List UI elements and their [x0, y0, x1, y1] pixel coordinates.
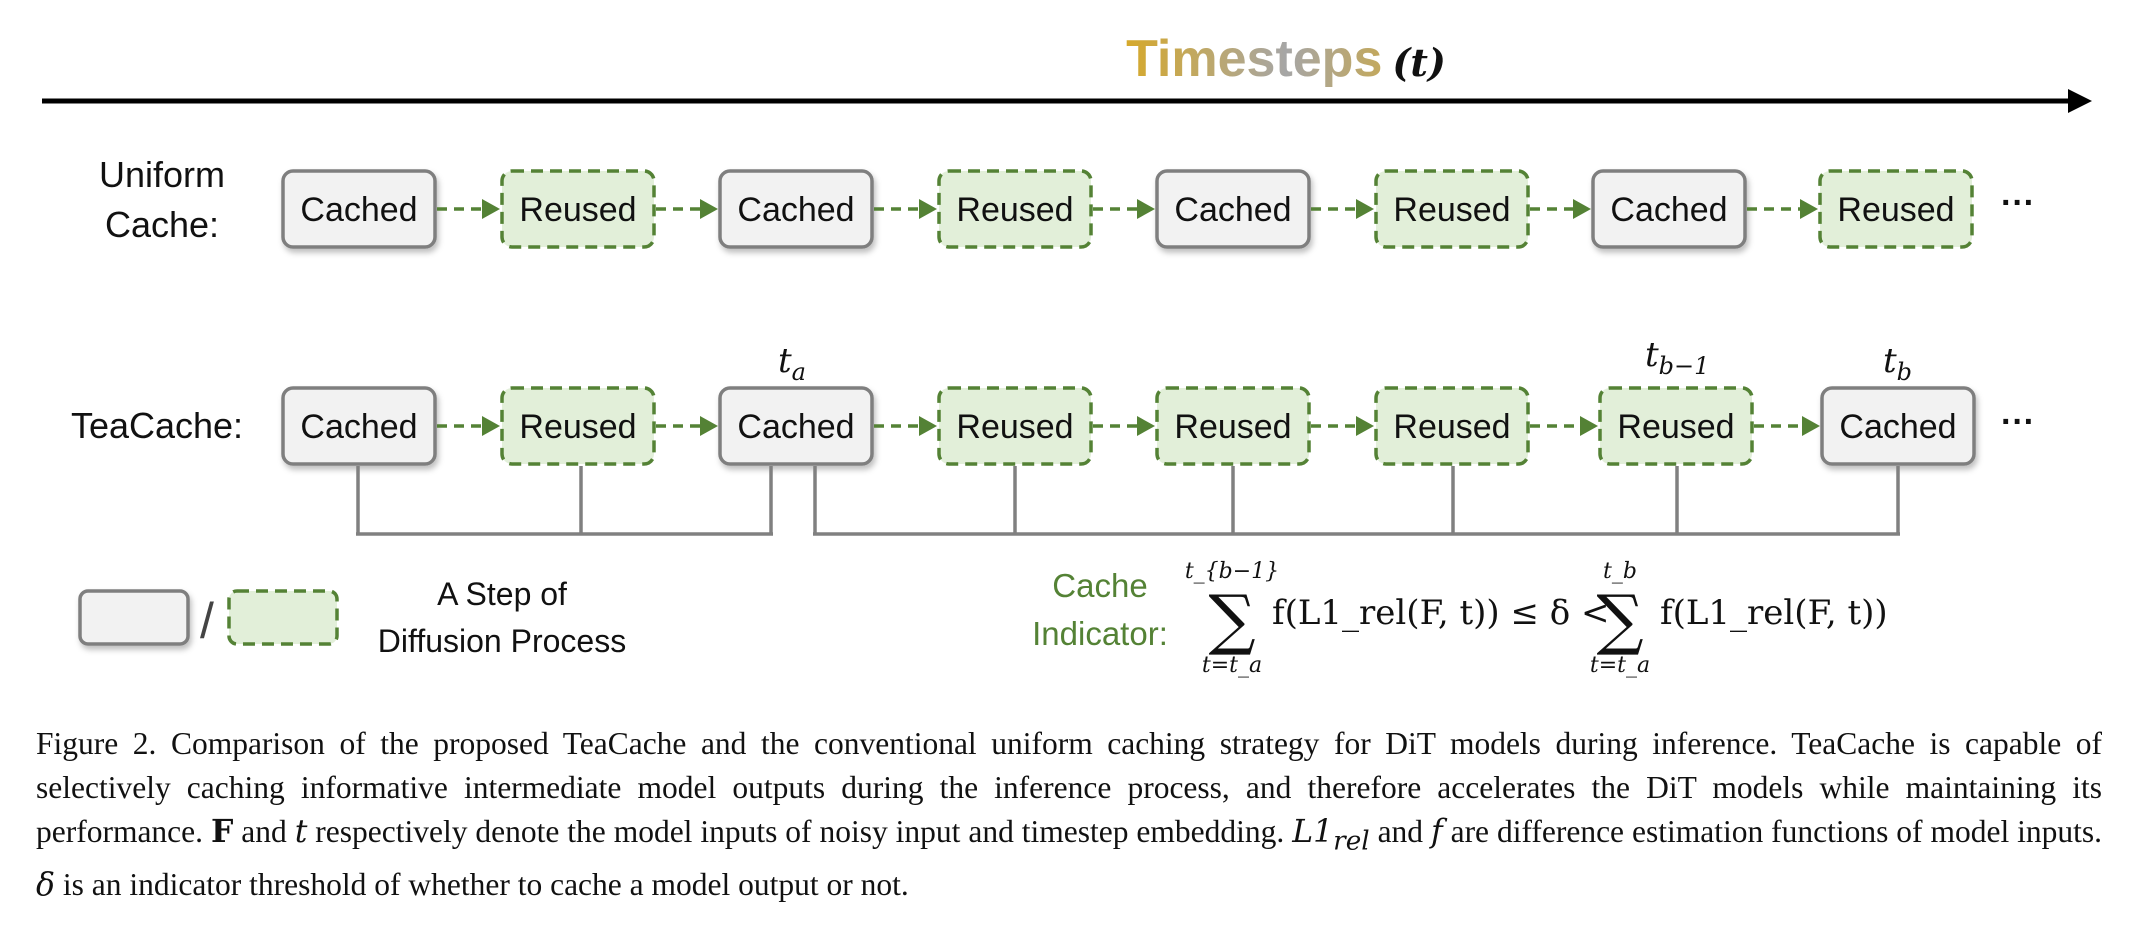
teacache-step-box-2	[500, 386, 656, 466]
caption-and-2: and	[1369, 814, 1431, 849]
caption-mid-2: are difference estimation functions of m…	[1442, 814, 2103, 849]
marker-t-b-minus-1: tb−1	[1645, 335, 1709, 380]
teacache-step-label-3: Cached	[737, 408, 854, 446]
uniform-connector-arrowhead-4	[1137, 199, 1155, 219]
uniform-step-box-5	[1155, 169, 1311, 249]
formula-left-term: f(L1_rel(F, t)) ≤ δ <	[1272, 593, 1610, 633]
caption-symbol-t: t	[294, 814, 308, 850]
caption-prefix: Figure 2. Comparison of the proposed Tea…	[36, 726, 2102, 849]
uniform-step-label-7: Cached	[1610, 191, 1727, 229]
caption-and-1: and	[233, 814, 295, 849]
caption-symbol-rel: rel	[1333, 826, 1370, 857]
teacache-step-label-1: Cached	[300, 408, 417, 446]
uniform-step-box-3	[718, 169, 874, 249]
uniform-cache-row: Cached Reused Cached Reused Cached Reused Cach…	[281, 169, 1974, 249]
teacache-step-label-6: Reused	[1393, 408, 1510, 446]
teacache-connector-arrowhead-1	[482, 416, 500, 436]
legend-text-line1: A Step of	[437, 576, 567, 612]
uniform-connector-arrowhead-6	[1573, 199, 1591, 219]
teacache-step-box-7	[1598, 386, 1754, 466]
sum-left-lower-limit: t=t_a	[1202, 653, 1262, 678]
timestep-axis	[42, 89, 2092, 113]
uniform-step-label-3: Cached	[737, 191, 854, 229]
uniform-step-label-4: Reused	[956, 191, 1073, 229]
teacache-label: TeaCache:	[71, 405, 243, 446]
figure-caption-text: Figure 2. Comparison of the proposed Tea…	[36, 722, 2102, 907]
teacache-diagram: Timesteps(t) Uniform Cache: TeaCache: Ca…	[42, 30, 2092, 678]
accumulation-bracket-right	[813, 466, 1900, 536]
teacache-step-box-8	[1820, 386, 1976, 466]
accumulation-bracket-left	[356, 466, 773, 536]
timestep-title-word: Timesteps	[1126, 30, 1382, 88]
caption-mid-1: respectively denote the model inputs of …	[307, 814, 1293, 849]
legend-reused-box	[227, 589, 339, 646]
uniform-step-box-6	[1374, 169, 1530, 249]
uniform-step-box-8	[1818, 169, 1974, 249]
teacache-connector-arrowhead-5	[1356, 416, 1374, 436]
teacache-step-label-2: Reused	[519, 408, 636, 446]
uniform-connector-arrowhead-3	[919, 199, 937, 219]
teacache-step-box-1	[281, 386, 437, 466]
legend-separator: /	[200, 593, 214, 649]
uniform-step-box-4	[937, 169, 1093, 249]
uniform-cache-label: Uniform	[99, 154, 225, 195]
caption-suffix: is an indicator threshold of whether to …	[54, 867, 909, 903]
uniform-step-label-2: Reused	[519, 191, 636, 229]
formula-right-term: f(L1_rel(F, t))	[1660, 593, 1888, 633]
timestep-title-variable: (t)	[1392, 40, 1446, 85]
uniform-connector-arrowhead-2	[700, 199, 718, 219]
teacache-step-label-5: Reused	[1174, 408, 1291, 446]
uniform-row-ellipsis: ···	[2001, 184, 2035, 222]
teacache-step-box-6	[1374, 386, 1530, 466]
teacache-connector-arrowhead-7	[1802, 416, 1820, 436]
teacache-step-box-4	[937, 386, 1093, 466]
uniform-connector-arrowhead-7	[1800, 199, 1818, 219]
caption-symbol-L1: L1	[1292, 814, 1334, 850]
uniform-step-label-5: Cached	[1174, 191, 1291, 229]
uniform-cache-label-line2: Cache:	[105, 204, 219, 245]
figure-caption: Figure 2. Comparison of the proposed Tea…	[36, 722, 2102, 907]
sum-right-upper-limit: t_b	[1603, 559, 1637, 584]
sum-right-lower-limit: t=t_a	[1590, 653, 1650, 678]
teacache-step-label-7: Reused	[1617, 408, 1734, 446]
caption-symbol-f: f	[1430, 814, 1443, 850]
teacache-step-box-3	[718, 386, 874, 466]
cache-indicator-formula: t_{b−1} ∑ t=t_a f(L1_rel(F, t)) ≤ δ < t_…	[1185, 559, 1888, 678]
cache-indicator-label: Cache	[1052, 567, 1147, 604]
uniform-connector-arrowhead-5	[1356, 199, 1374, 219]
teacache-step-label-4: Reused	[956, 408, 1073, 446]
uniform-step-box-2	[500, 169, 656, 249]
teacache-row: Cached Reused Cached Reused Reused Reused Reus…	[281, 386, 1976, 466]
cache-indicator-label-line2: Indicator:	[1032, 615, 1168, 652]
teacache-step-label-8: Cached	[1839, 408, 1956, 446]
sum-left-upper-limit: t_{b−1}	[1185, 559, 1279, 584]
uniform-connector-arrowhead-1	[482, 199, 500, 219]
uniform-step-box-1	[281, 169, 437, 249]
legend-cached-box	[78, 589, 190, 646]
marker-t-b: tb	[1883, 341, 1912, 386]
timestep-title: Timesteps(t)	[1126, 30, 1446, 88]
legend-text-line2: Diffusion Process	[378, 623, 626, 659]
caption-symbol-F: F	[210, 813, 234, 850]
uniform-step-label-6: Reused	[1393, 191, 1510, 229]
teacache-connector-arrowhead-6	[1580, 416, 1598, 436]
teacache-connector-arrowhead-2	[700, 416, 718, 436]
legend: / A Step of Diffusion Process	[78, 576, 626, 659]
sum-right-sigma: ∑	[1596, 581, 1643, 658]
teacache-row-ellipsis: ···	[2001, 403, 2035, 441]
uniform-step-label-1: Cached	[300, 191, 417, 229]
caption-symbol-delta: δ	[36, 867, 55, 904]
marker-t-a: ta	[778, 341, 806, 386]
teacache-connector-arrowhead-3	[919, 416, 937, 436]
sum-left-sigma: ∑	[1208, 581, 1255, 658]
teacache-connector-arrowhead-4	[1137, 416, 1155, 436]
uniform-step-box-7	[1591, 169, 1747, 249]
uniform-step-label-8: Reused	[1837, 191, 1954, 229]
teacache-step-box-5	[1155, 386, 1311, 466]
timestep-axis-arrowhead	[2068, 89, 2092, 113]
